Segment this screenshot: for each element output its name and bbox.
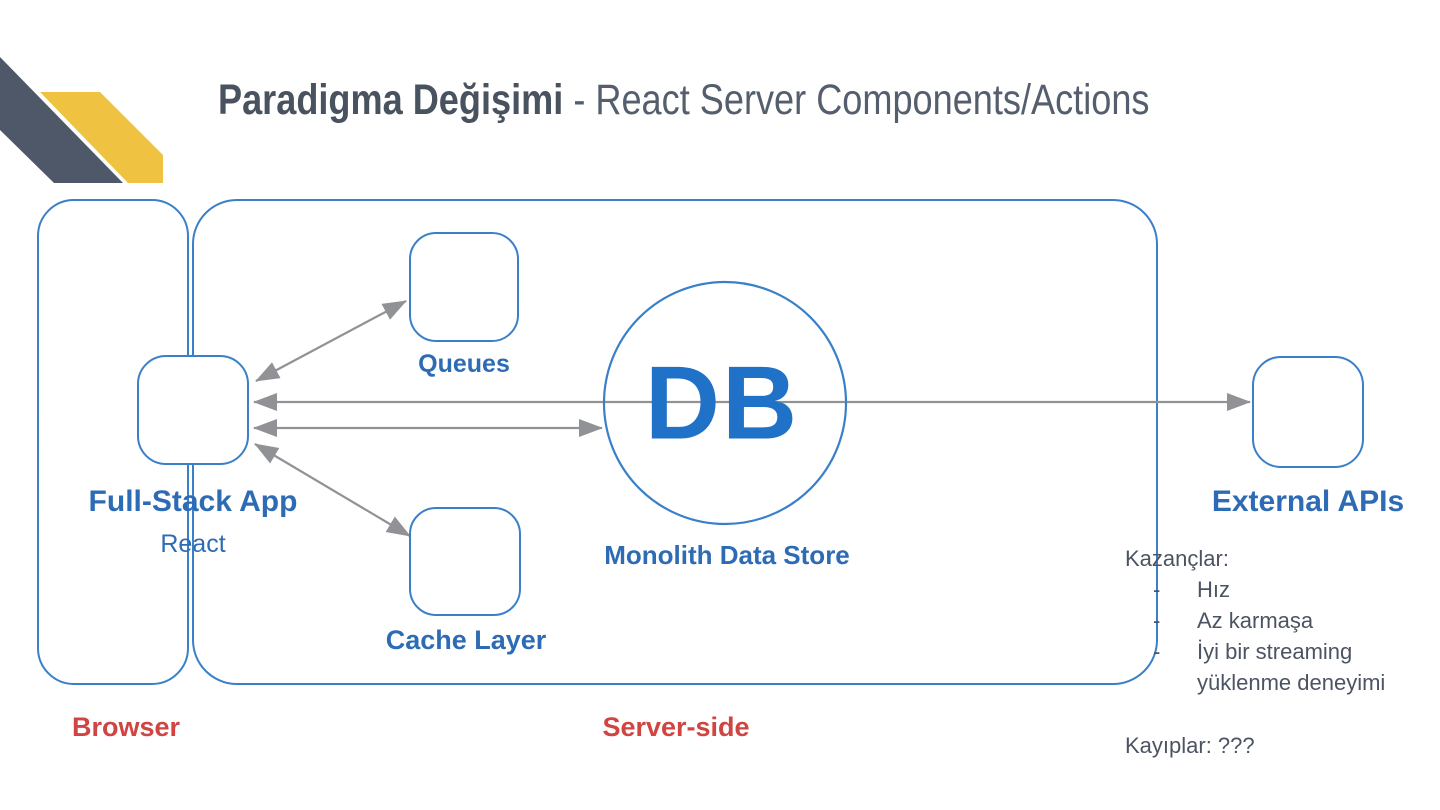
bullet-dash: - xyxy=(1153,608,1161,633)
gains-item: - Az karmaşa xyxy=(1125,605,1427,636)
full-stack-app-box xyxy=(137,355,249,465)
gains-item: - Hız xyxy=(1125,574,1427,605)
cache-layer-label: Cache Layer xyxy=(385,625,547,655)
gains-title: Kazançlar: xyxy=(1125,546,1229,571)
bullet-dash: - xyxy=(1153,639,1161,664)
queues-label: Queues xyxy=(418,350,510,378)
cache-box xyxy=(409,507,521,616)
gains-item-text: Az karmaşa xyxy=(1197,608,1314,633)
losses-line: Kayıplar: ??? xyxy=(1125,733,1255,758)
db-label: DB xyxy=(644,345,800,462)
decor-stripe-yellow-icon xyxy=(40,92,163,183)
bullet-dash: - xyxy=(1153,577,1161,602)
slide-title-rest: - React Server Components/Actions xyxy=(563,76,1150,124)
notes-block: Kazançlar: - Hız - Az karmaşa - İyi bir … xyxy=(1125,543,1427,761)
slide-title-bold: Paradigma Değişimi xyxy=(218,76,564,124)
full-stack-app-label: Full-Stack App xyxy=(88,485,298,518)
queues-box xyxy=(409,232,519,342)
external-apis-label: External APIs xyxy=(1211,485,1405,518)
arrow-fsa-queues xyxy=(255,300,407,382)
browser-zone-label: Browser xyxy=(72,712,181,742)
decor-stripe-dark-icon xyxy=(0,57,123,183)
slide-title: Paradigma Değişimi - React Server Compon… xyxy=(218,76,1149,125)
monolith-data-store-label: Monolith Data Store xyxy=(604,540,850,570)
react-label: React xyxy=(160,530,226,558)
db-circle xyxy=(602,280,848,526)
external-apis-box xyxy=(1252,356,1364,468)
arrow-fsa-cache xyxy=(254,443,411,537)
server-side-zone-label: Server-side xyxy=(602,712,750,742)
gains-item-text: Hız xyxy=(1197,577,1230,602)
gains-item: - İyi bir streaming yüklenme deneyimi xyxy=(1125,636,1427,698)
gains-item-text: İyi bir streaming yüklenme deneyimi xyxy=(1197,639,1386,695)
